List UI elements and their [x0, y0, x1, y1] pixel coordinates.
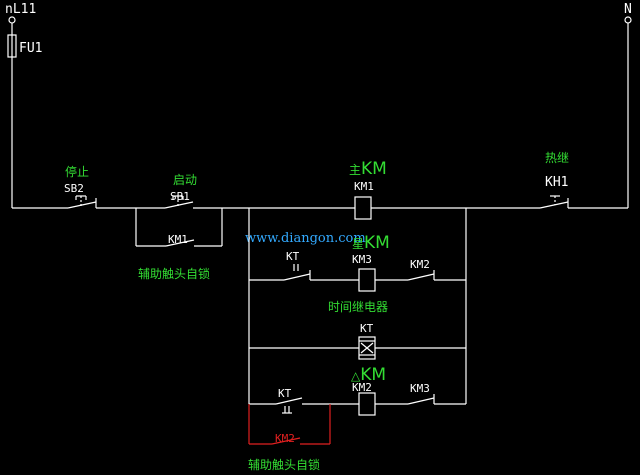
- terminal-left: nL11: [5, 2, 36, 24]
- delta-title-prefix: △: [351, 369, 361, 383]
- main-coil-tag: KM1: [354, 180, 374, 193]
- thermal-title: 热继: [545, 151, 569, 165]
- star-title-km: KM: [364, 233, 390, 253]
- thermal-tag: KH1: [545, 175, 568, 190]
- delta-coil-km2: △KM KM2: [351, 365, 386, 416]
- svg-text:星KM: 星KM: [352, 233, 390, 253]
- star-coil-tag: KM3: [352, 253, 372, 266]
- svg-text:△KM: △KM: [351, 365, 386, 385]
- delta-interlock-km3: KM3: [407, 382, 435, 405]
- watermark: www.diangon.com: [245, 231, 366, 246]
- start-title: 启动: [173, 173, 197, 187]
- main-title-km: KM: [361, 159, 387, 179]
- star-timer-contact-label: KT: [286, 250, 300, 263]
- star-title-prefix: 星: [352, 237, 364, 251]
- stop-title: 停止: [65, 164, 89, 179]
- self-hold-contact-km2: KM2: [248, 404, 331, 445]
- main-title-prefix: 主: [349, 163, 361, 177]
- star-interlock-km2: KM2: [407, 258, 435, 281]
- timer-caption: 时间继电器: [328, 300, 388, 314]
- self-hold-caption: 辅助触头自锁: [138, 266, 210, 281]
- delta-title-km: KM: [360, 365, 386, 385]
- terminal-right-label: N: [624, 2, 632, 17]
- fuse-label: FU1: [19, 41, 42, 56]
- stop-button-sb2: 停止 SB2: [64, 164, 97, 209]
- delta-coil-tag: KM2: [352, 381, 372, 394]
- delta-timer-contact: KT: [275, 387, 303, 414]
- start-button-sb1: 启动 SB1: [164, 173, 197, 209]
- self-hold-2-contact-label: KM2: [275, 432, 295, 445]
- self-hold-contact-km1: [165, 239, 195, 247]
- star-interlock-label: KM2: [410, 258, 430, 271]
- timer-coil-kt: KT: [358, 322, 376, 360]
- star-timer-contact: KT: [283, 250, 311, 281]
- delta-timer-contact-label: KT: [278, 387, 292, 400]
- self-hold-2-caption: 辅助触头自锁: [248, 457, 320, 472]
- main-coil-km1: 主KM KM1: [349, 159, 387, 220]
- timer-coil-tag: KT: [360, 322, 374, 335]
- delta-interlock-label: KM3: [410, 382, 430, 395]
- self-hold-contact-label: KM1: [168, 233, 188, 246]
- terminal-right: N: [624, 2, 632, 24]
- svg-text:主KM: 主KM: [349, 159, 387, 179]
- thermal-relay-kh1: 热继 KH1: [539, 151, 569, 209]
- star-coil-km3: 星KM KM3: [352, 233, 390, 292]
- terminal-left-label: nL11: [5, 2, 36, 17]
- start-tag: SB1: [170, 190, 190, 203]
- stop-tag: SB2: [64, 182, 84, 195]
